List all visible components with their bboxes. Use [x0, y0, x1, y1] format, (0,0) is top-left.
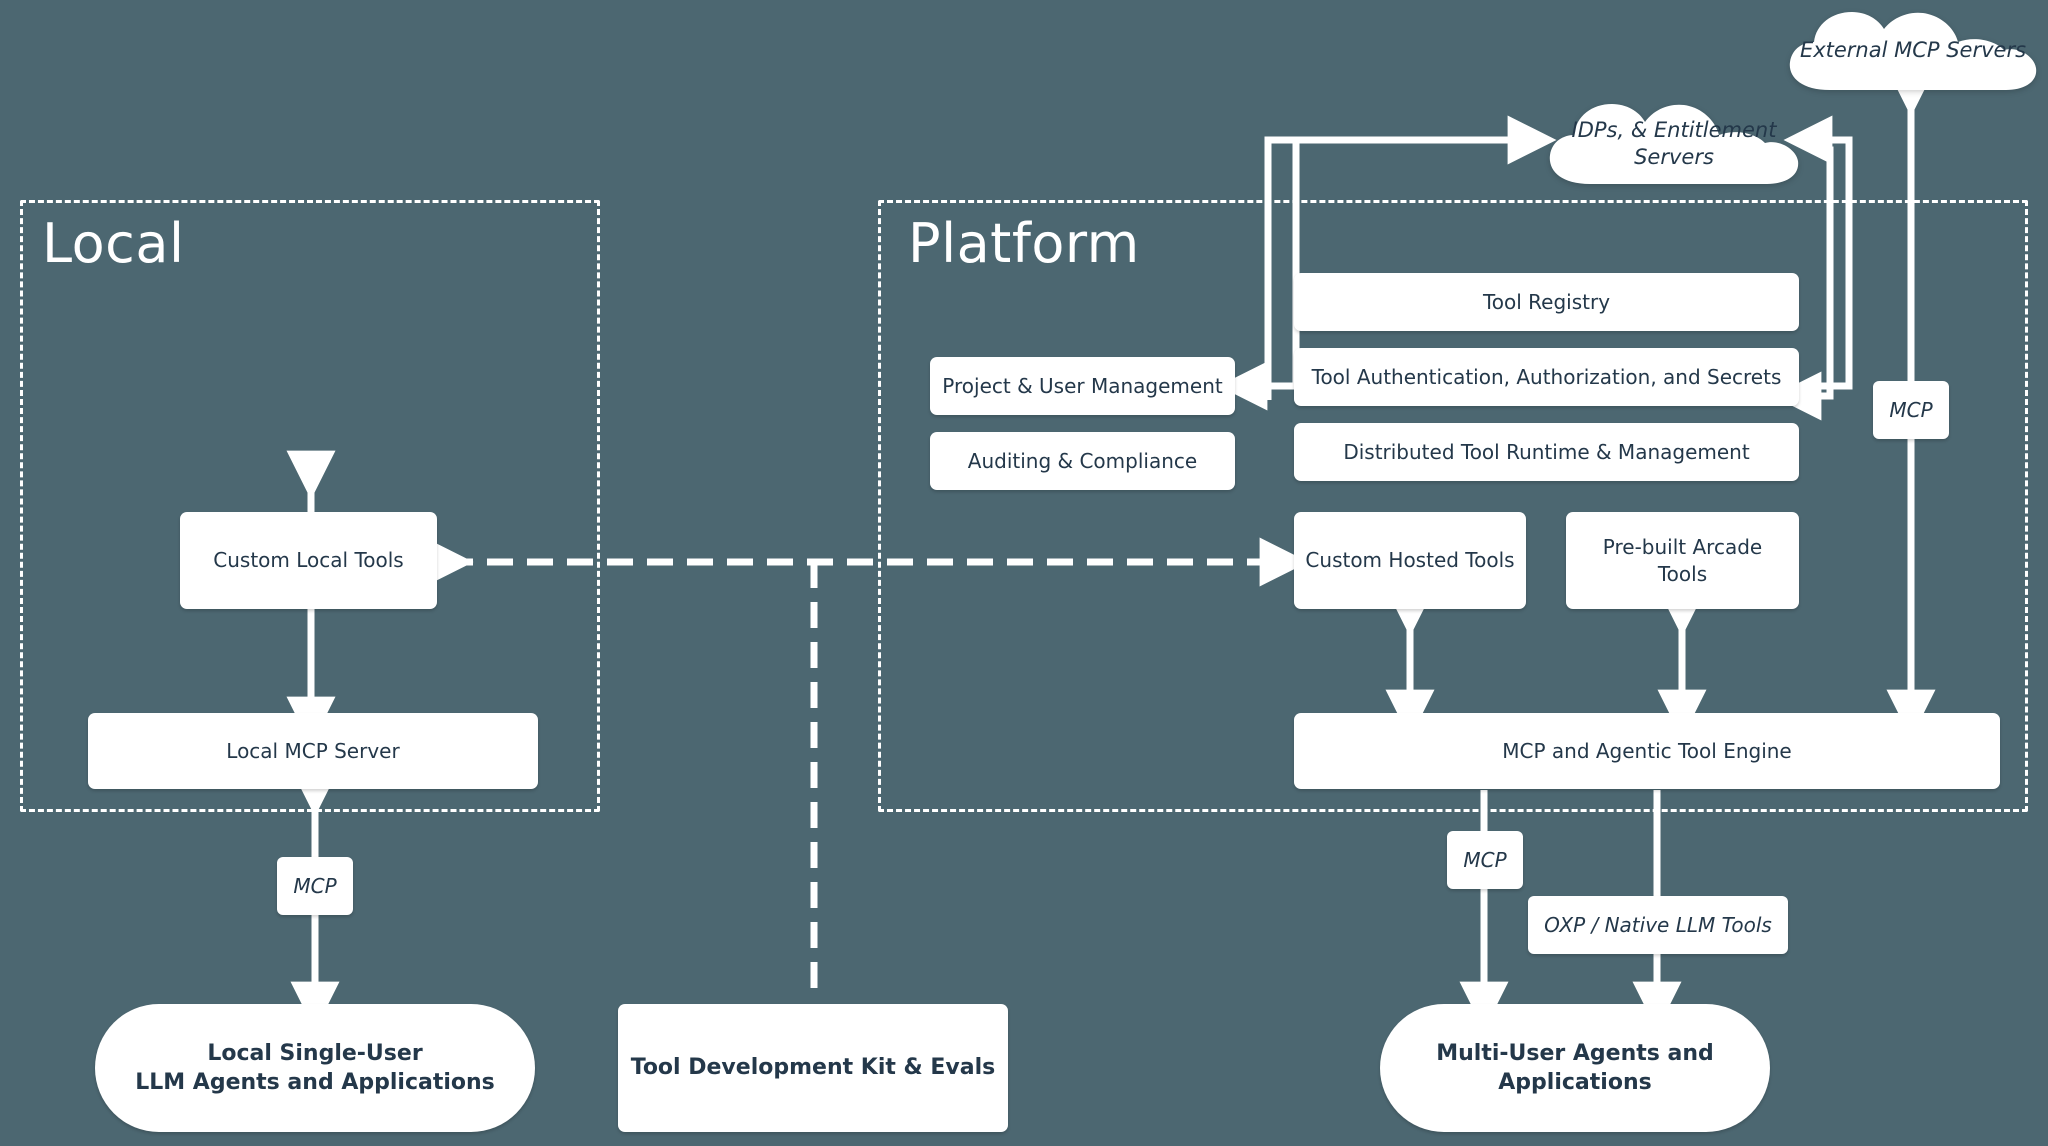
node-custom-local-tools[interactable]: Custom Local Tools — [180, 512, 437, 609]
cloud-idps-entitlement-servers-label: IDPs, & Entitlement Servers — [1571, 117, 1777, 169]
label-oxp-native-llm-tools: OXP / Native LLM Tools — [1528, 896, 1788, 954]
node-prebuilt-arcade-tools[interactable]: Pre-built Arcade Tools — [1566, 512, 1799, 609]
zone-local — [20, 200, 600, 812]
label-mcp-local: MCP — [277, 857, 353, 915]
zone-platform — [878, 200, 2028, 812]
node-mcp-agentic-tool-engine[interactable]: MCP and Agentic Tool Engine — [1294, 713, 2000, 789]
cloud-external-mcp-servers-label: External MCP Servers — [1799, 38, 2027, 63]
label-mcp-external: MCP — [1873, 381, 1949, 439]
node-local-agents[interactable]: Local Single-User LLM Agents and Applica… — [95, 1004, 535, 1132]
node-tool-authentication[interactable]: Tool Authentication, Authorization, and … — [1294, 348, 1799, 406]
cloud-idps-entitlement-servers: IDPs, & Entitlement Servers — [1538, 98, 1810, 190]
node-local-agents-line1: Local Single-User — [207, 1040, 423, 1066]
node-multi-user-agents-line1: Multi-User Agents and — [1436, 1040, 1714, 1066]
node-local-agents-line2: LLM Agents and Applications — [135, 1070, 495, 1095]
zone-platform-title: Platform — [908, 212, 1140, 275]
cloud-external-mcp-servers: External MCP Servers — [1778, 6, 2048, 96]
node-auditing-compliance[interactable]: Auditing & Compliance — [930, 432, 1235, 490]
label-mcp-platform: MCP — [1447, 831, 1523, 889]
cloud-shape — [1549, 104, 1799, 184]
node-multi-user-agents-line2: Applications — [1498, 1070, 1652, 1095]
node-tool-development-kit[interactable]: Tool Development Kit & Evals — [618, 1004, 1008, 1132]
node-tool-registry[interactable]: Tool Registry — [1294, 273, 1799, 331]
zone-local-title: Local — [42, 212, 185, 275]
node-custom-hosted-tools[interactable]: Custom Hosted Tools — [1294, 512, 1526, 609]
node-multi-user-agents[interactable]: Multi-User Agents and Applications — [1380, 1004, 1770, 1132]
cloud-shape — [1789, 12, 2037, 90]
node-local-mcp-server[interactable]: Local MCP Server — [88, 713, 538, 789]
node-project-user-management[interactable]: Project & User Management — [930, 357, 1235, 415]
node-distributed-tool-runtime[interactable]: Distributed Tool Runtime & Management — [1294, 423, 1799, 481]
